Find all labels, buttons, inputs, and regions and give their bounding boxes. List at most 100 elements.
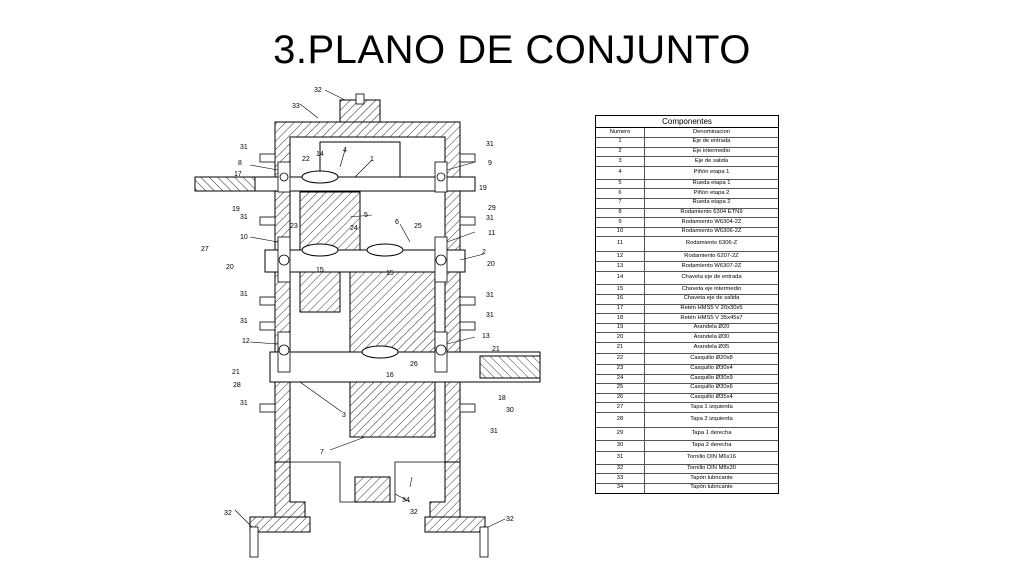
label-31e: 31 — [240, 291, 248, 298]
label-31a: 31 — [240, 144, 248, 151]
row-name: Retén HMS5 V 20x30x5 — [680, 304, 743, 311]
row-number: 9 — [596, 218, 645, 227]
row-number: 3 — [596, 157, 645, 166]
row-name: Tapa 2 derecha — [691, 441, 732, 448]
row-number: 8 — [596, 208, 645, 218]
row-number: 2 — [596, 147, 645, 157]
row-name: Rodamiento 6306-Z — [685, 240, 738, 247]
label-21b: 21 — [232, 369, 240, 376]
table-row: 9 Rodamiento W6304-2Z — [596, 218, 778, 228]
row-number: 26 — [596, 393, 645, 403]
row-number: 34 — [596, 484, 645, 493]
row-name: Piñón etapa 2 — [693, 189, 730, 196]
row-number: 12 — [596, 252, 645, 262]
label-3: 3 — [342, 412, 346, 419]
row-name: Chaveta eje de entrada — [681, 274, 742, 281]
row-number: 27 — [596, 403, 645, 412]
row-number: 33 — [596, 474, 645, 484]
row-name: Retén HMS5 V 35x45x7 — [680, 314, 743, 321]
row-number: 19 — [596, 323, 645, 333]
row-number: 23 — [596, 364, 645, 374]
row-number: 7 — [596, 198, 645, 208]
keys — [301, 170, 404, 359]
row-name: Tapa 1 izquierda — [690, 403, 733, 410]
table-row: 16 Chaveta eje de salida — [596, 294, 778, 305]
label-25: 25 — [414, 223, 422, 230]
label-31h: 31 — [486, 312, 494, 319]
label-7: 7 — [320, 449, 324, 456]
row-number: 22 — [596, 353, 645, 364]
label-31j: 31 — [490, 428, 498, 435]
row-name: Casquillo Ø20x8 — [690, 355, 733, 361]
label-5: 5 — [364, 212, 368, 219]
label-31d: 31 — [486, 215, 494, 222]
row-name: Rodamiento W6307-2Z — [681, 262, 742, 269]
row-number: 13 — [596, 262, 645, 272]
table-row: 12 Rodamiento 6207-2Z — [596, 252, 778, 263]
label-31f: 31 — [486, 292, 494, 299]
row-number: 11 — [596, 237, 645, 252]
row-name: Rodamiento W6306-2Z — [681, 228, 742, 235]
table-row: 27 Tapa 1 izquierda — [596, 403, 778, 413]
row-name: Arandela Ø20 — [693, 324, 730, 331]
label-31c: 31 — [240, 214, 248, 221]
row-number: 29 — [596, 427, 645, 440]
label-6: 6 — [395, 219, 399, 226]
label-33: 33 — [292, 103, 300, 110]
label-20a: 20 — [226, 264, 234, 271]
bearings — [277, 161, 448, 373]
row-name: Tapa 2 izquierda — [690, 415, 733, 422]
row-number: 17 — [596, 304, 645, 314]
row-name: Eje intermedio — [692, 147, 731, 154]
label-20b: 20 — [487, 261, 495, 268]
row-name: Tornillo DIN M6x16 — [687, 453, 736, 460]
label-34: 34 — [402, 497, 410, 504]
housing — [249, 99, 486, 533]
label-31g: 31 — [240, 318, 248, 325]
housing-inner — [290, 136, 445, 503]
table-row: 17 Retén HMS5 V 20x30x5 — [596, 304, 778, 315]
label-8: 8 — [238, 160, 242, 167]
table-header: Numero Denominacion — [596, 128, 778, 138]
row-number: 16 — [596, 294, 645, 304]
header-name: Denominacion — [692, 128, 731, 135]
table-row: 18 Retén HMS5 V 35x45x7 — [596, 314, 778, 324]
label-27: 27 — [201, 246, 209, 253]
label-9: 9 — [488, 160, 492, 167]
label-32a: 32 — [314, 87, 322, 94]
label-18: 18 — [498, 395, 506, 402]
row-name: Piñón etapa 1 — [693, 168, 730, 175]
label-22: 22 — [302, 156, 310, 163]
label-23: 23 — [290, 223, 298, 230]
row-number: 6 — [596, 189, 645, 198]
table-row: 2 Eje intermedio — [596, 147, 778, 158]
row-name: Rodamiento 6207-2Z — [684, 252, 739, 259]
row-name: Chaveta eje de salida — [683, 295, 740, 302]
row-number: 20 — [596, 333, 645, 342]
label-2: 2 — [482, 249, 486, 256]
label-19b: 19 — [232, 206, 240, 213]
header-number: Numero — [596, 128, 645, 137]
row-number: 18 — [596, 314, 645, 323]
label-13: 13 — [482, 333, 490, 340]
row-name: Arandela Ø35 — [693, 344, 730, 350]
label-32d: 32 — [506, 516, 514, 523]
gears — [299, 141, 436, 438]
row-name: Rodamiento W6304-2Z — [681, 218, 742, 225]
label-31b: 31 — [486, 141, 494, 148]
